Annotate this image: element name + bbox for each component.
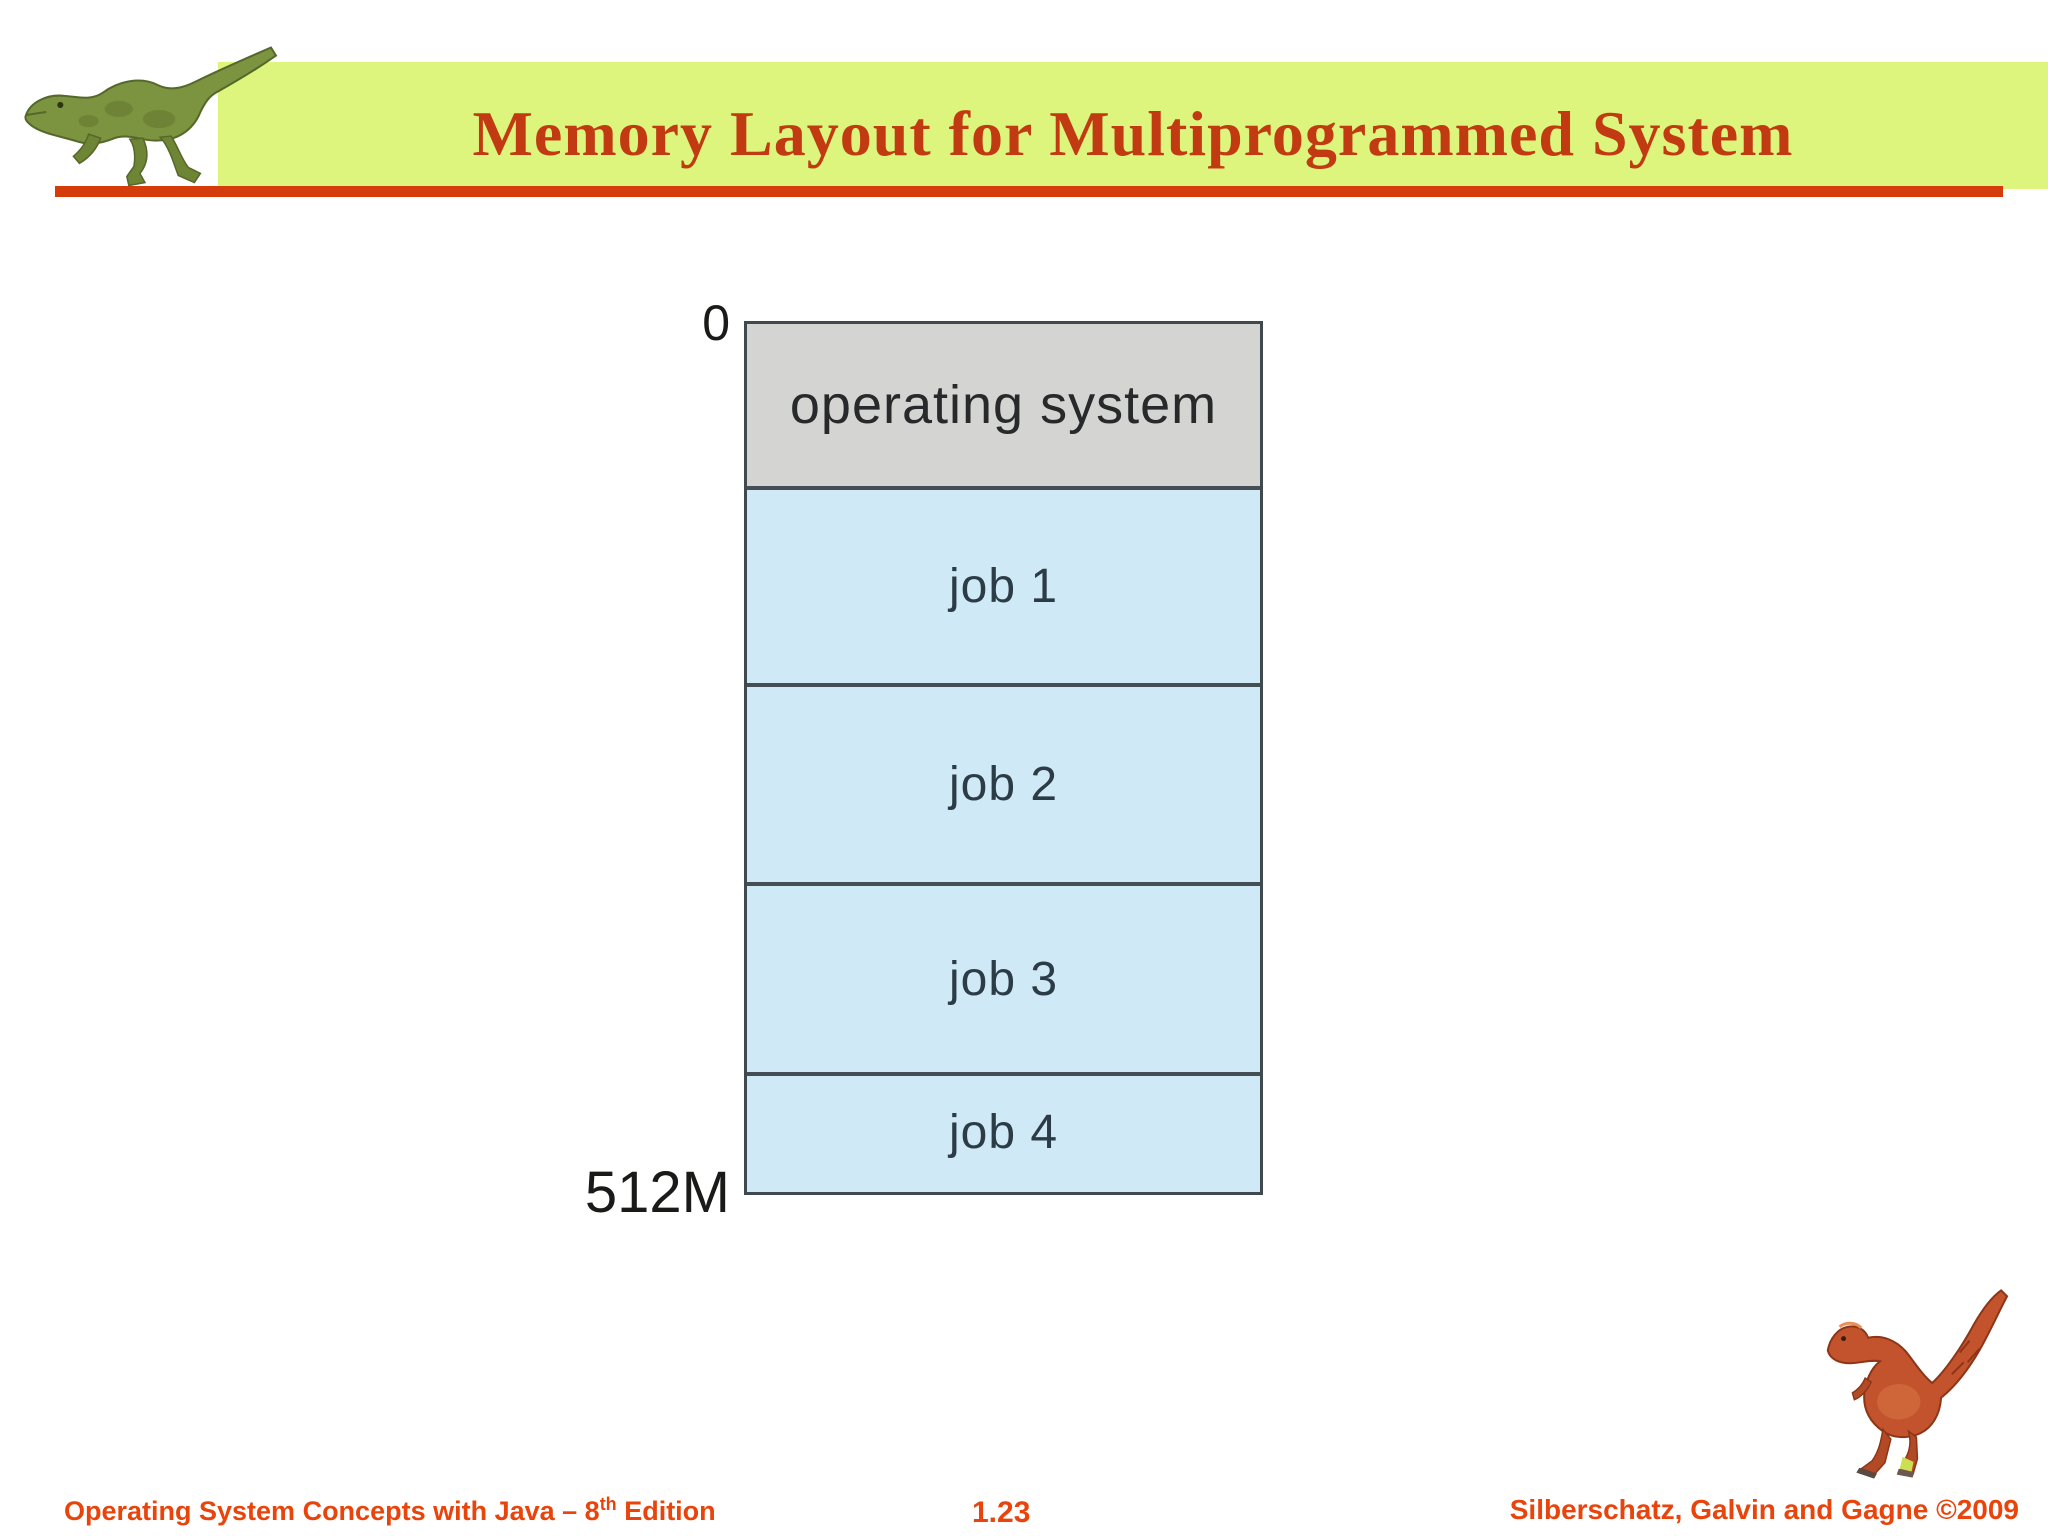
title-underline-rule — [55, 186, 2003, 197]
section-job-4: job 4 — [747, 1072, 1260, 1188]
slide-title: Memory Layout for Multiprogrammed System — [472, 97, 1794, 169]
operating-system-label: operating system — [789, 375, 1218, 435]
footer-edition-superscript: th — [599, 1494, 617, 1514]
job-1-label: job 1 — [948, 560, 1059, 613]
page-number: 1.23 — [972, 1496, 1031, 1529]
section-job-2: job 2 — [747, 683, 1260, 882]
job-4-label: job 4 — [948, 1105, 1059, 1159]
footer-authors: Silberschatz, Galvin and Gagne ©2009 — [1509, 1494, 2019, 1525]
memory-address-start-label: 0 — [702, 295, 730, 351]
green-dinosaur-icon — [24, 46, 278, 187]
section-job-3: job 3 — [747, 882, 1260, 1072]
red-dinosaur-icon — [1826, 1289, 2009, 1479]
footer-book-title-main: Operating System Concepts with Java – 8 — [64, 1496, 600, 1526]
memory-address-end-label: 512M — [584, 1160, 730, 1225]
section-job-1: job 1 — [747, 486, 1260, 683]
job-3-label: job 3 — [948, 952, 1059, 1006]
section-operating-system: operating system — [747, 324, 1260, 486]
job-2-label: job 2 — [948, 758, 1059, 811]
footer-book-title-tail: Edition — [616, 1496, 716, 1526]
title-banner: Memory Layout for Multiprogrammed System — [218, 62, 2048, 189]
footer-book-title: Operating System Concepts with Java – 8t… — [64, 1494, 716, 1527]
memory-box: operating system job 1 job 2 job 3 job 4 — [744, 321, 1263, 1195]
